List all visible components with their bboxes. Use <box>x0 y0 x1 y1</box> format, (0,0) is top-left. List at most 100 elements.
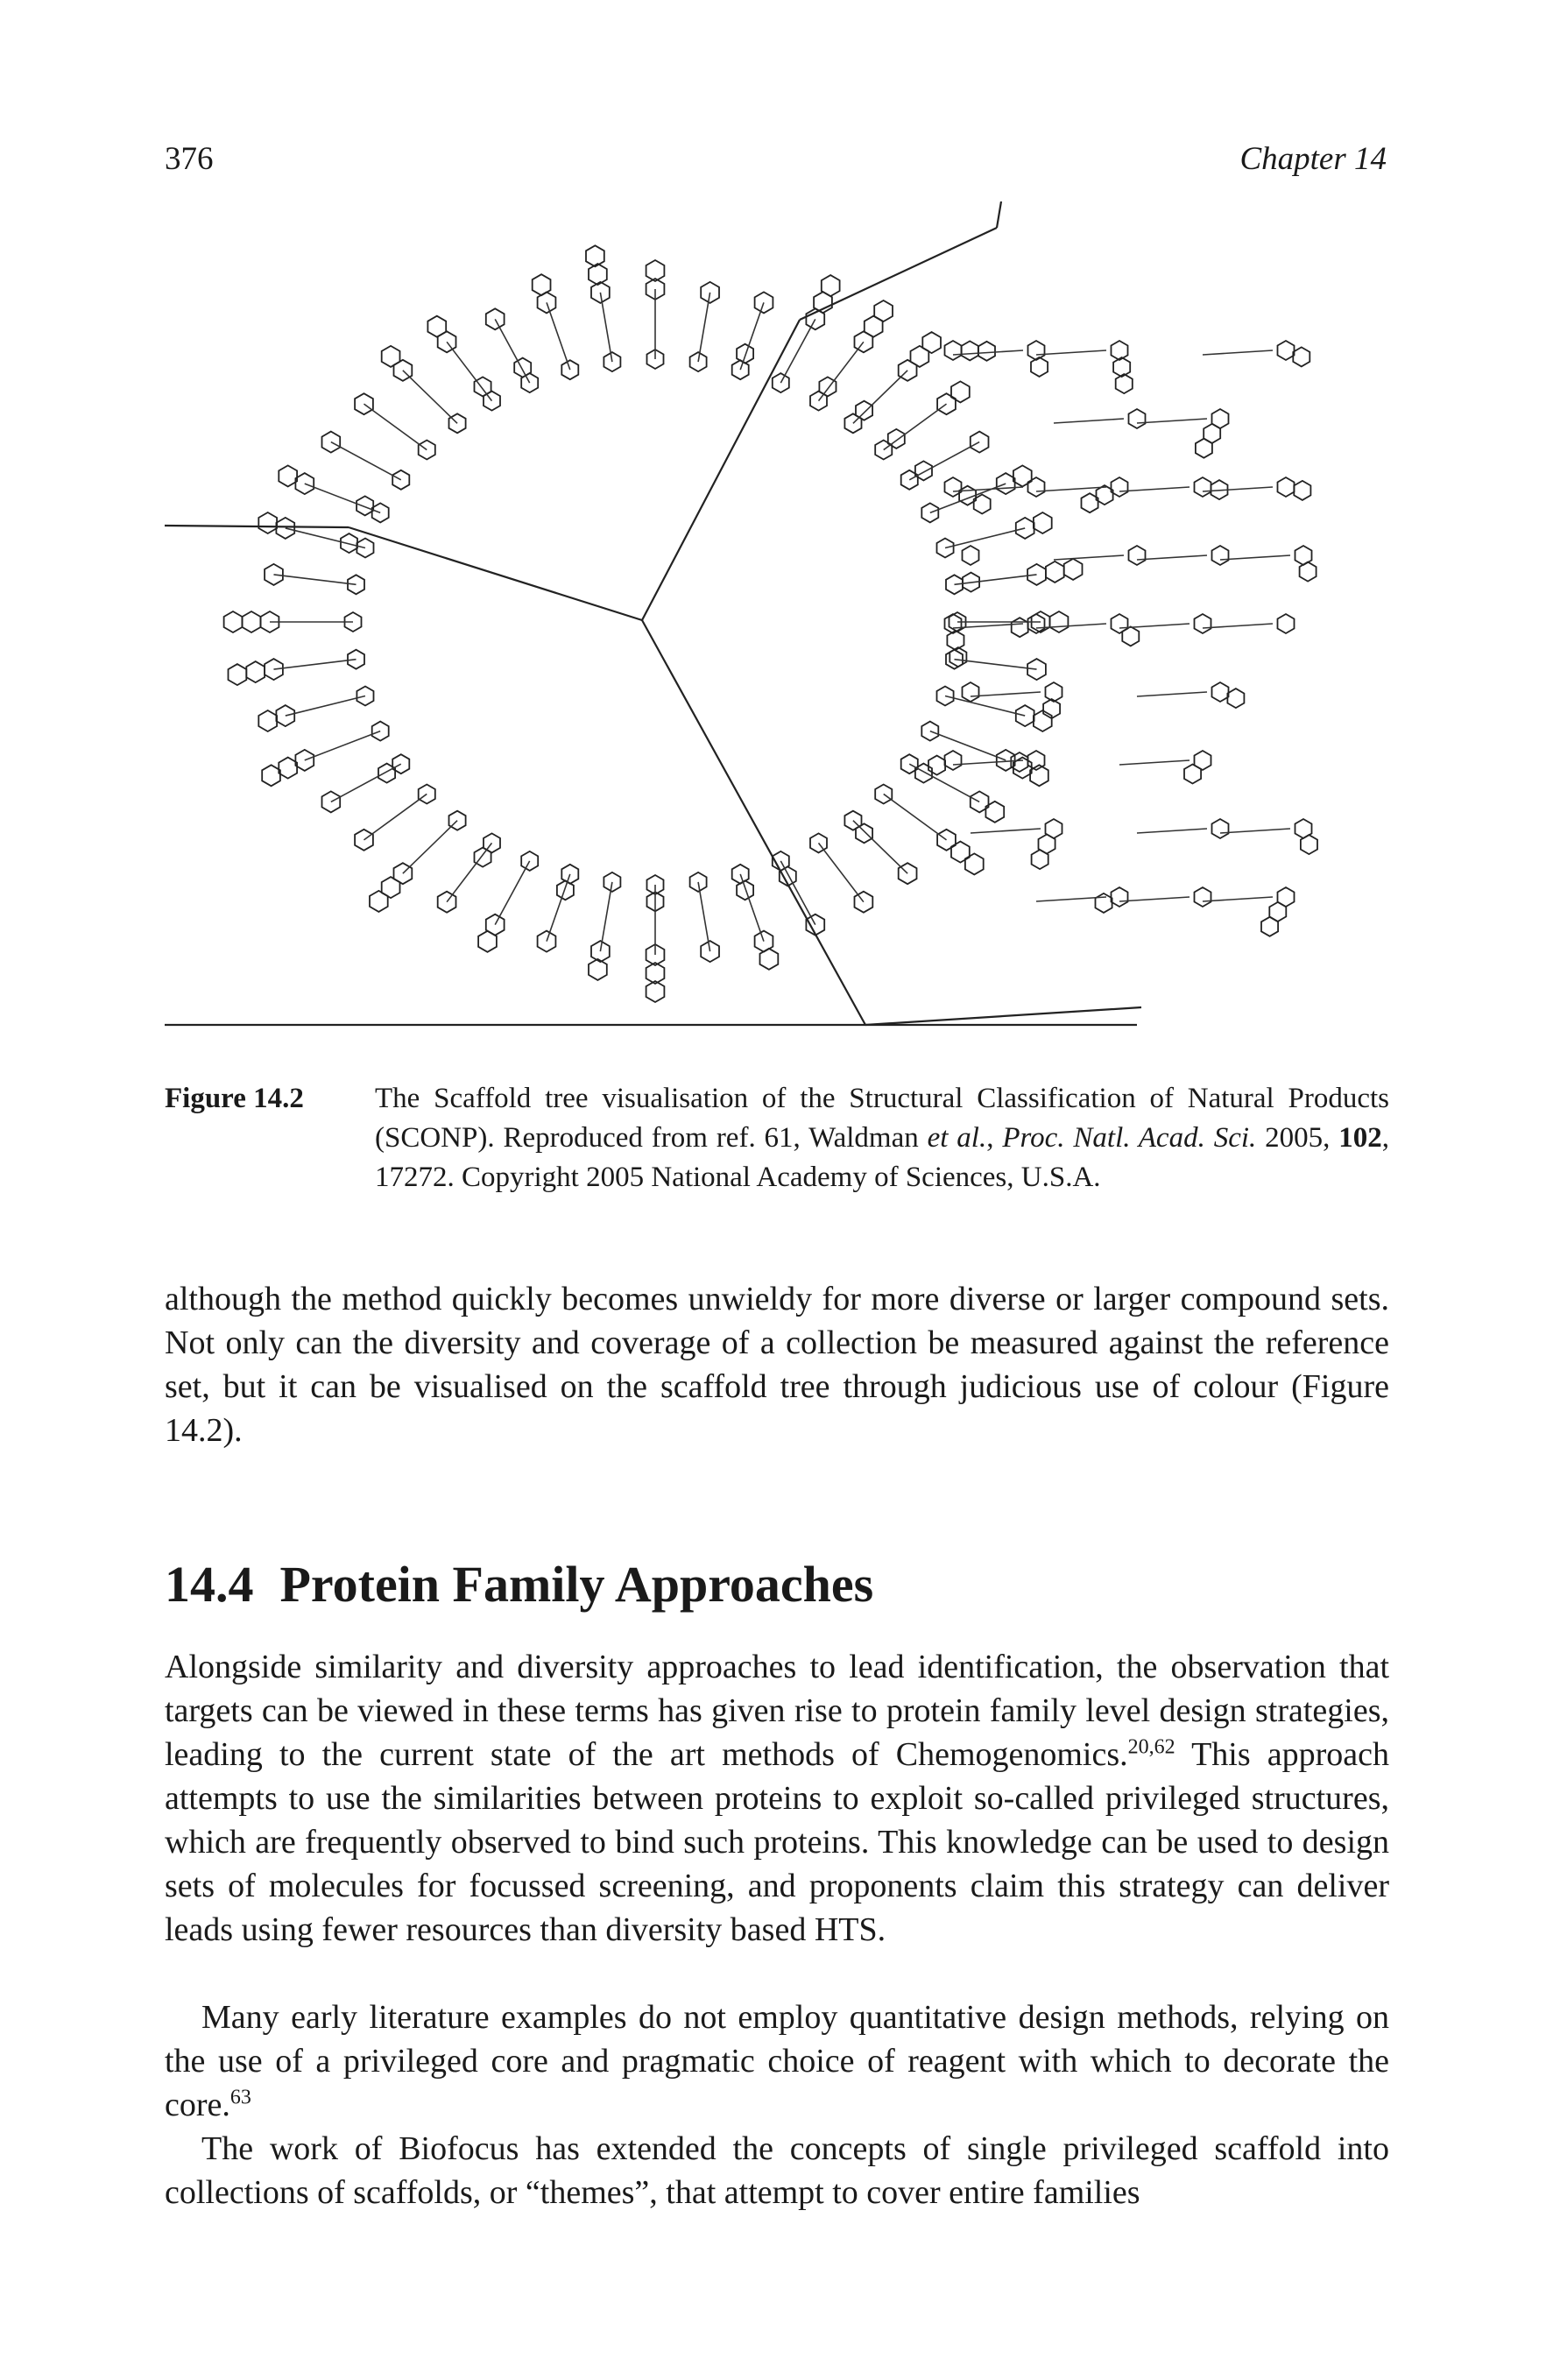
molecule-structure <box>473 376 501 412</box>
tree-branch <box>494 318 531 384</box>
molecule-structure <box>1276 339 1311 368</box>
molecule-structure <box>473 832 501 868</box>
molecule-structure <box>278 464 315 496</box>
molecule-structure <box>264 562 284 586</box>
molecule-structure <box>700 280 720 304</box>
figure-caption-text: The Scaffold tree visualisation of the S… <box>375 1083 1390 1193</box>
branch-to-bottom <box>641 619 866 1026</box>
molecule-structure <box>354 392 374 416</box>
molecule-structure <box>1211 817 1230 840</box>
molecule-structure <box>555 863 580 901</box>
molecule-structure <box>1027 339 1048 378</box>
molecule-structure <box>897 862 918 886</box>
molecule-structure <box>731 343 754 381</box>
branch-top-right <box>799 227 998 321</box>
molecule-structure <box>897 331 942 382</box>
citation-superscript: 63 <box>229 2086 251 2109</box>
tree-branch <box>954 658 1037 670</box>
molecule-structure <box>688 351 708 373</box>
trunk-mid <box>348 526 643 622</box>
tree-branch <box>330 441 402 481</box>
molecule-structure <box>258 511 296 540</box>
tree-branch <box>1202 896 1274 902</box>
tree-branch <box>1202 623 1274 629</box>
molecule-structure <box>753 291 774 314</box>
molecule-structure <box>1276 476 1312 501</box>
molecule-structure <box>844 399 873 434</box>
tree-branch <box>1136 828 1208 834</box>
tree-branch <box>1136 554 1208 561</box>
molecule-structure <box>347 648 365 670</box>
figure-caption: Figure 14.2 The Scaffold tree visualisat… <box>165 1079 1389 1197</box>
branch-lower-right <box>865 1006 1142 1027</box>
molecule-structure <box>853 890 874 914</box>
molecule-structure <box>448 413 467 434</box>
tree-branch <box>304 483 381 514</box>
molecule-structure <box>1014 704 1053 733</box>
tree-branch <box>929 730 1006 761</box>
tree-branch <box>1035 896 1107 902</box>
molecule-structure <box>1127 407 1147 430</box>
tree-branch <box>494 860 531 926</box>
molecule-structure <box>688 871 708 893</box>
tree-branch <box>273 574 356 586</box>
tree-branch <box>1035 350 1107 356</box>
tree-branch <box>970 691 1041 697</box>
molecule-structure <box>1042 681 1063 720</box>
tree-branch <box>1119 896 1190 902</box>
molecule-structure <box>561 359 580 381</box>
molecule-structure <box>1276 612 1295 635</box>
tree-branch <box>944 695 1026 717</box>
molecule-structure <box>321 430 342 454</box>
tree-branch <box>929 483 1006 514</box>
molecule-structure <box>347 574 365 596</box>
molecule-structure <box>1211 681 1246 710</box>
body-paragraph-4: The work of Biofocus has extended the co… <box>165 2130 1389 2211</box>
citation-superscript: 20,62 <box>1127 1735 1175 1759</box>
scaffold-tree-figure <box>165 201 1389 1047</box>
tree-branch <box>1202 350 1274 356</box>
molecule-structure <box>588 940 611 981</box>
tree-branch <box>1053 554 1125 561</box>
branch-to-top <box>641 319 801 621</box>
molecule-structure <box>731 863 754 901</box>
molecule-structure <box>371 720 390 742</box>
tree-branch <box>952 623 1024 629</box>
tree-branch <box>1053 418 1125 424</box>
tree-branch <box>1219 554 1291 561</box>
molecule-structure <box>258 704 296 733</box>
molecule-structure <box>436 890 457 914</box>
tree-branch <box>285 527 366 549</box>
molecule-structure <box>945 571 980 596</box>
molecule-structure <box>645 943 666 1004</box>
molecule-structure <box>1110 339 1133 395</box>
molecule-structure <box>943 476 992 515</box>
molecule-structure <box>354 828 374 851</box>
molecule-structure <box>809 376 837 412</box>
tree-branch <box>546 873 571 942</box>
tree-branch <box>363 793 427 841</box>
molecule-structure <box>1027 658 1047 682</box>
molecule-structure <box>369 862 413 913</box>
tree-branch <box>883 793 948 841</box>
molecule-structure <box>935 537 955 559</box>
tree-branch <box>1119 759 1190 766</box>
molecule-structure <box>961 681 980 703</box>
tree-branch <box>599 292 613 363</box>
molecule-structure <box>928 749 963 776</box>
molecule-structure <box>943 612 968 668</box>
tree-branch <box>363 403 427 451</box>
molecule-structures <box>222 244 1318 1004</box>
molecule-structure <box>1294 817 1318 856</box>
tree-branch <box>908 441 980 481</box>
tree-branch <box>1136 691 1208 697</box>
tree-branch <box>817 341 865 402</box>
tree-branch <box>952 759 1024 766</box>
molecule-structure <box>844 809 873 844</box>
tree-branch <box>1119 623 1190 629</box>
molecule-structure <box>378 753 411 784</box>
molecule-structure <box>477 913 505 953</box>
tree-branch <box>1035 623 1107 629</box>
molecule-structure <box>1195 407 1230 459</box>
molecule-structure <box>417 439 436 461</box>
